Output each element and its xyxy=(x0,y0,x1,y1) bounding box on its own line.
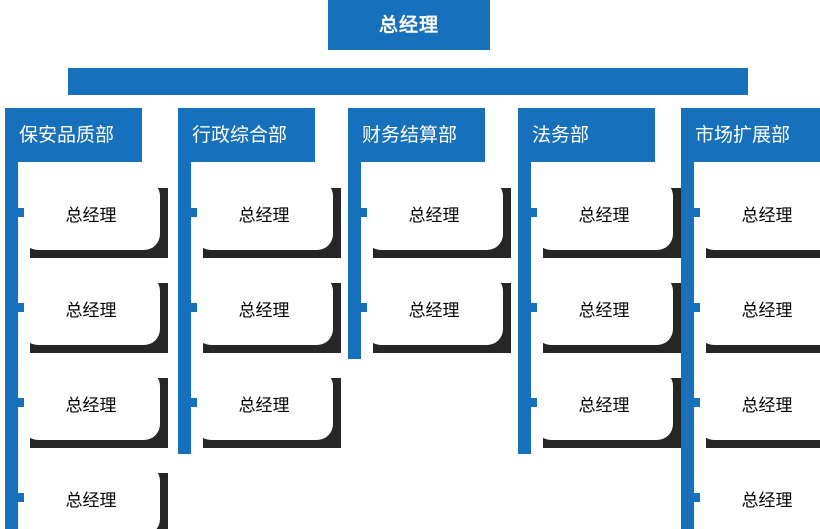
staff-node[interactable]: 总经理 xyxy=(698,275,820,353)
department-header-label: 法务部 xyxy=(532,124,590,146)
root-node-label: 总经理 xyxy=(378,14,439,36)
node-connector-stub xyxy=(528,208,537,217)
staff-node-label: 总经理 xyxy=(578,395,630,415)
staff-node[interactable]: 总经理 xyxy=(22,465,168,529)
trunk-connector-bar xyxy=(68,68,748,95)
staff-node[interactable]: 总经理 xyxy=(535,180,681,258)
staff-node-label: 总经理 xyxy=(65,205,117,225)
staff-node[interactable]: 总经理 xyxy=(698,180,820,258)
staff-node-label: 总经理 xyxy=(238,300,290,320)
staff-node[interactable]: 总经理 xyxy=(195,180,341,258)
staff-node-face[interactable]: 总经理 xyxy=(195,180,333,250)
staff-node-face[interactable]: 总经理 xyxy=(22,275,160,345)
node-connector-stub xyxy=(15,398,24,407)
node-connector-stub xyxy=(528,398,537,407)
staff-node-face[interactable]: 总经理 xyxy=(698,465,820,529)
staff-node-label: 总经理 xyxy=(238,205,290,225)
department-spine-connector xyxy=(518,162,531,454)
department-header-label: 市场扩展部 xyxy=(695,124,791,146)
department-header-label: 保安品质部 xyxy=(19,124,115,146)
department-spine-connector xyxy=(178,162,191,454)
staff-node-label: 总经理 xyxy=(408,300,460,320)
staff-node-label: 总经理 xyxy=(65,300,117,320)
department-header[interactable]: 法务部 xyxy=(518,108,655,162)
node-connector-stub xyxy=(691,398,700,407)
node-connector-stub xyxy=(188,208,197,217)
staff-node-face[interactable]: 总经理 xyxy=(365,180,503,250)
department-header[interactable]: 财务结算部 xyxy=(348,108,485,162)
staff-node[interactable]: 总经理 xyxy=(365,180,511,258)
node-connector-stub xyxy=(358,208,367,217)
node-connector-stub xyxy=(15,493,24,502)
staff-node-label: 总经理 xyxy=(741,395,793,415)
staff-node[interactable]: 总经理 xyxy=(22,370,168,448)
department-spine-connector xyxy=(681,162,694,529)
staff-node-face[interactable]: 总经理 xyxy=(698,180,820,250)
staff-node-face[interactable]: 总经理 xyxy=(698,370,820,440)
staff-node[interactable]: 总经理 xyxy=(365,275,511,353)
staff-node-face[interactable]: 总经理 xyxy=(535,275,673,345)
staff-node-face[interactable]: 总经理 xyxy=(195,275,333,345)
staff-node[interactable]: 总经理 xyxy=(698,370,820,448)
staff-node[interactable]: 总经理 xyxy=(535,370,681,448)
staff-node-label: 总经理 xyxy=(238,395,290,415)
staff-node-face[interactable]: 总经理 xyxy=(22,370,160,440)
staff-node[interactable]: 总经理 xyxy=(22,180,168,258)
staff-node[interactable]: 总经理 xyxy=(22,275,168,353)
staff-node-label: 总经理 xyxy=(741,300,793,320)
node-connector-stub xyxy=(358,303,367,312)
department-spine-connector xyxy=(5,162,18,529)
staff-node-face[interactable]: 总经理 xyxy=(22,180,160,250)
staff-node-label: 总经理 xyxy=(65,490,117,510)
node-connector-stub xyxy=(188,303,197,312)
node-connector-stub xyxy=(528,303,537,312)
staff-node-label: 总经理 xyxy=(741,205,793,225)
node-connector-stub xyxy=(691,208,700,217)
node-connector-stub xyxy=(691,303,700,312)
department-header[interactable]: 保安品质部 xyxy=(5,108,142,162)
staff-node-label: 总经理 xyxy=(408,205,460,225)
department-spine-connector xyxy=(348,162,361,359)
staff-node-face[interactable]: 总经理 xyxy=(535,370,673,440)
staff-node-face[interactable]: 总经理 xyxy=(698,275,820,345)
staff-node-label: 总经理 xyxy=(65,395,117,415)
staff-node[interactable]: 总经理 xyxy=(535,275,681,353)
node-connector-stub xyxy=(15,208,24,217)
staff-node[interactable]: 总经理 xyxy=(195,370,341,448)
node-connector-stub xyxy=(691,493,700,502)
department-header[interactable]: 市场扩展部 xyxy=(681,108,820,162)
staff-node[interactable]: 总经理 xyxy=(698,465,820,529)
staff-node[interactable]: 总经理 xyxy=(195,275,341,353)
staff-node-label: 总经理 xyxy=(741,490,793,510)
department-header[interactable]: 行政综合部 xyxy=(178,108,315,162)
node-connector-stub xyxy=(15,303,24,312)
staff-node-label: 总经理 xyxy=(578,205,630,225)
staff-node-face[interactable]: 总经理 xyxy=(22,465,160,529)
staff-node-label: 总经理 xyxy=(578,300,630,320)
staff-node-face[interactable]: 总经理 xyxy=(535,180,673,250)
department-header-label: 财务结算部 xyxy=(362,124,458,146)
department-header-label: 行政综合部 xyxy=(192,124,288,146)
root-node-general-manager[interactable]: 总经理 xyxy=(328,0,490,50)
node-connector-stub xyxy=(188,398,197,407)
staff-node-face[interactable]: 总经理 xyxy=(365,275,503,345)
staff-node-face[interactable]: 总经理 xyxy=(195,370,333,440)
